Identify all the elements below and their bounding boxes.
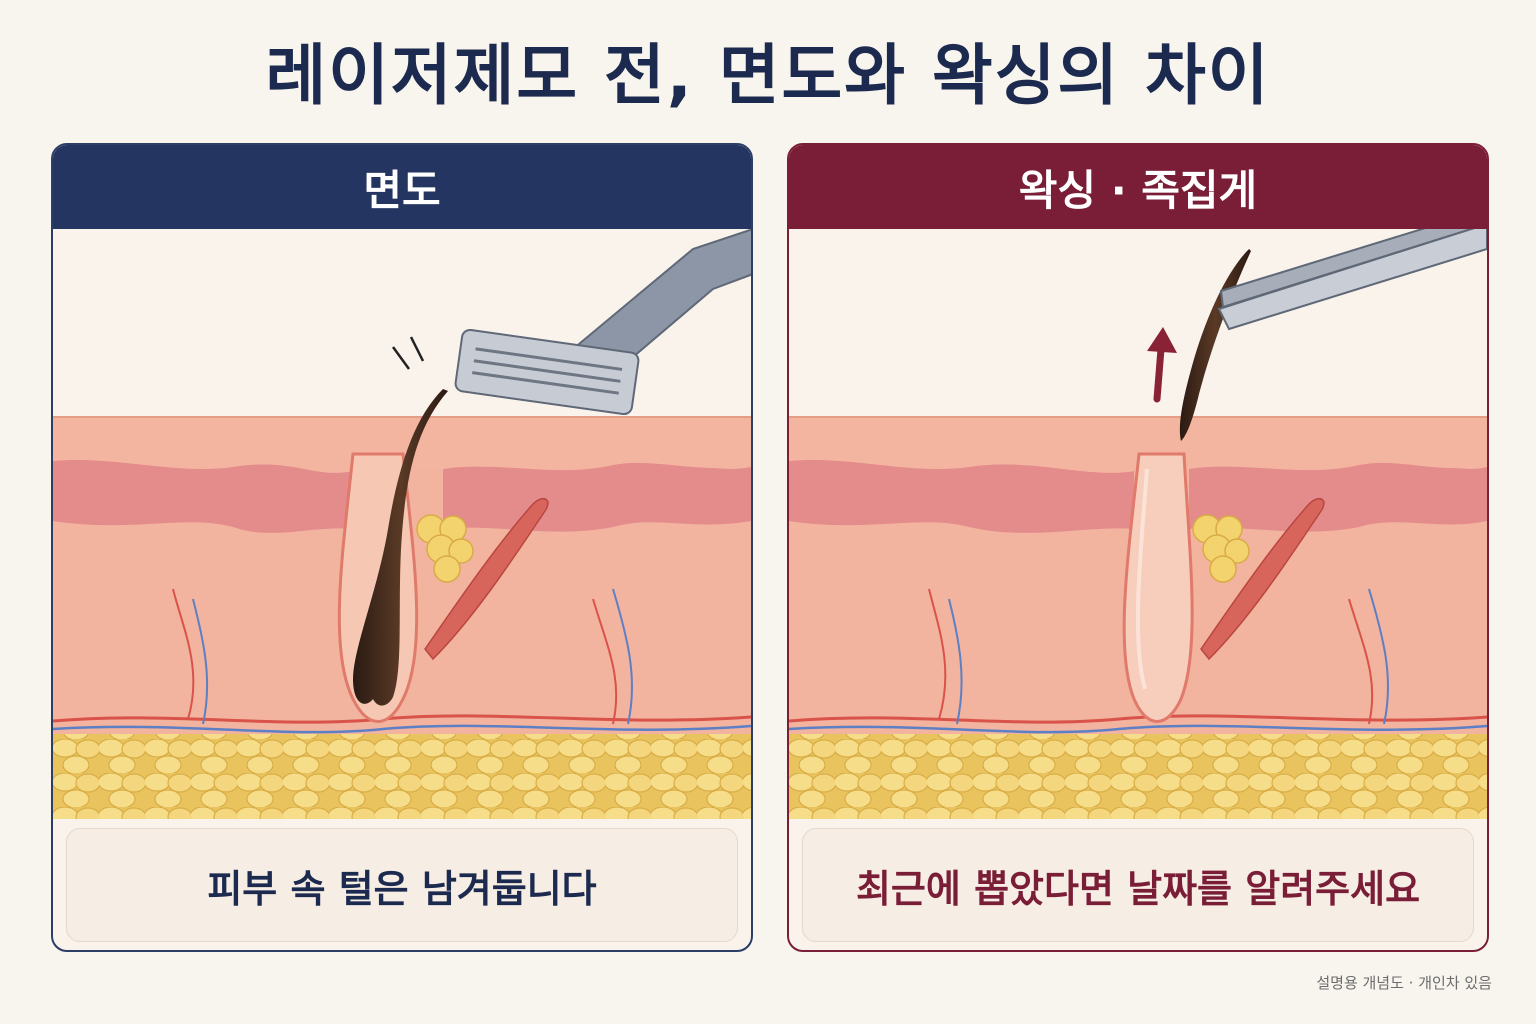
sebaceous-gland bbox=[416, 514, 474, 583]
arrector-muscle bbox=[1200, 497, 1325, 661]
skin-surface bbox=[789, 417, 1487, 473]
waxing-skin-illustration bbox=[789, 229, 1487, 819]
pulled-hair-strand bbox=[1179, 249, 1251, 441]
hair-strand bbox=[353, 389, 448, 706]
sebaceous-gland bbox=[1192, 514, 1250, 583]
epidermis-layer bbox=[789, 459, 1134, 533]
waxing-caption: 최근에 뽑았다면 날짜를 알려주세요 bbox=[802, 828, 1474, 942]
shaving-panel: 면도 bbox=[51, 143, 753, 952]
fat-layer bbox=[53, 734, 751, 819]
arrector-muscle bbox=[424, 497, 549, 661]
cut-motion-marks bbox=[391, 336, 425, 370]
shaving-caption: 피부 속 털은 남겨둡니다 bbox=[66, 828, 738, 942]
waxing-panel: 왁싱 · 족집게 bbox=[787, 143, 1489, 952]
shaving-skin-illustration bbox=[53, 229, 751, 819]
empty-hair-follicle bbox=[1122, 452, 1194, 723]
page-title: 레이저제모 전, 면도와 왁싱의 차이 bbox=[265, 37, 1271, 114]
skin-surface bbox=[53, 417, 751, 473]
fat-layer bbox=[789, 734, 1487, 819]
epidermis-layer bbox=[53, 459, 353, 533]
tweezers-icon bbox=[1217, 229, 1487, 331]
footnote: 설명용 개념도 · 개인차 있음 bbox=[1316, 974, 1492, 992]
waxing-panel-header: 왁싱 · 족집게 bbox=[789, 145, 1487, 229]
razor-icon bbox=[454, 229, 751, 416]
pull-up-arrow-icon bbox=[1147, 327, 1177, 403]
blood-vessel bbox=[789, 714, 1487, 724]
shaving-panel-header: 면도 bbox=[53, 145, 751, 229]
